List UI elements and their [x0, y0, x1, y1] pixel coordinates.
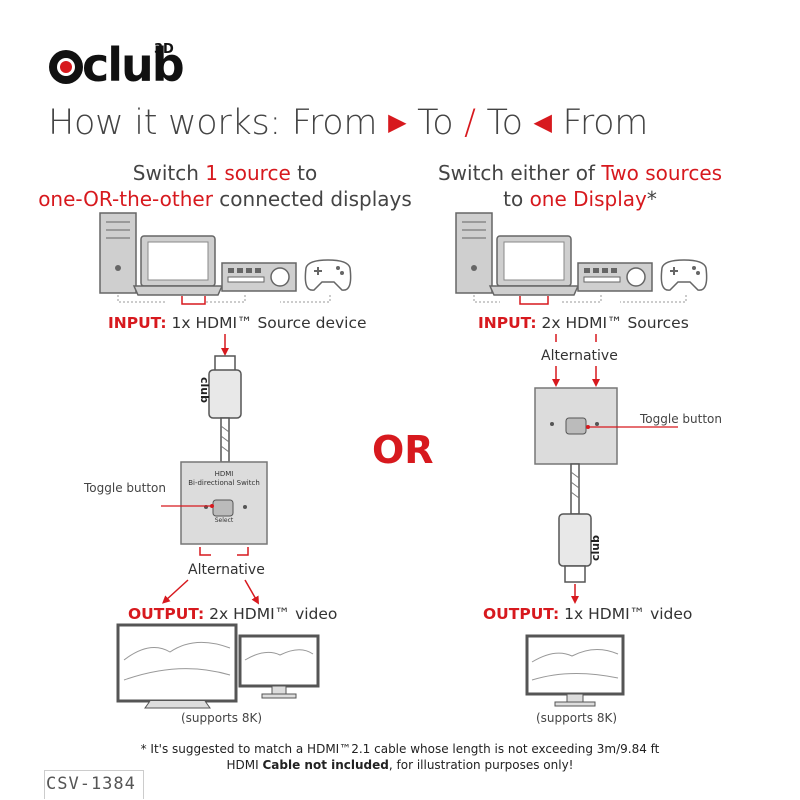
title-slash: /: [464, 103, 476, 143]
left-alternative-arrows: [162, 547, 259, 605]
arrow-left-icon: ◀: [533, 108, 552, 136]
right-selected-connector: [519, 296, 549, 305]
club3d-logo-mark: [49, 50, 83, 84]
footnote-line-2a: HDMI: [226, 758, 263, 772]
title-part-1: How it works: From: [48, 103, 378, 143]
left-selected-connector: [181, 296, 206, 305]
left-switch-title: HDMI: [214, 470, 234, 478]
left-sub-e: connected displays: [212, 187, 412, 211]
left-av-receiver-icon: [221, 262, 297, 292]
left-hdmi-cable: [208, 355, 242, 463]
page-title: How it works: From ▶ To / To ◀ From: [48, 103, 648, 143]
left-supports-label: (supports 8K): [181, 711, 263, 725]
left-alternative-label: Alternative: [188, 562, 265, 578]
sku-box: [44, 770, 144, 799]
right-av-receiver-icon: [577, 262, 653, 292]
footnote: * It's suggested to match a HDMI™2.1 cab…: [0, 741, 800, 773]
left-source-connectors: [117, 295, 331, 303]
right-input-label: INPUT: 2x HDMI™ Sources: [478, 314, 689, 332]
footnote-line-2c: , for illustration purposes only!: [388, 758, 574, 772]
footnote-line-2: HDMI Cable not included, for illustratio…: [0, 757, 800, 773]
club3d-logo: club 3D: [44, 38, 185, 94]
right-alternative-label: Alternative: [541, 348, 618, 364]
footnote-line-1: * It's suggested to match a HDMI™2.1 cab…: [140, 742, 660, 756]
right-switch-device: [534, 387, 618, 465]
title-part-2: To: [417, 103, 454, 143]
right-output-prefix: OUTPUT:: [483, 605, 560, 623]
title-part-3: To: [486, 103, 523, 143]
right-monitor-icon: [525, 634, 625, 707]
left-sub-d: one-OR-the-other: [38, 187, 213, 211]
right-pc-tower-icon: [455, 212, 493, 294]
right-hdmi-cable: [558, 463, 592, 583]
left-monitor-small-icon: [238, 634, 320, 699]
footnote-line-2b: Cable not included: [262, 758, 389, 772]
left-sub-c: to: [290, 161, 318, 185]
right-output-label: OUTPUT: 1x HDMI™ video: [483, 605, 692, 623]
left-sub-a: Switch: [132, 161, 206, 185]
left-select-label: Select: [214, 517, 234, 524]
logo-text: club: [82, 38, 185, 92]
right-output-text: 1x HDMI™ video: [559, 605, 693, 623]
left-monitor-large-icon: [116, 623, 238, 709]
left-laptop-icon: [132, 235, 224, 296]
sku-label: CSV-1384: [46, 774, 136, 794]
right-sub-b: Two sources: [601, 161, 723, 185]
left-input-prefix: INPUT:: [108, 314, 167, 332]
right-sub-c: to: [503, 187, 530, 211]
right-gamepad-icon: [660, 259, 708, 291]
left-pc-tower-icon: [99, 212, 137, 294]
left-cable-logo: club: [198, 377, 211, 403]
right-subtitle: Switch either of Two sources to one Disp…: [420, 160, 740, 212]
right-laptop-icon: [488, 235, 580, 296]
left-switch-label: HDMI Bi-directional Switch: [181, 470, 267, 488]
right-alternative-arrows: [552, 334, 600, 387]
left-input-text: 1x HDMI™ Source device: [166, 314, 367, 332]
right-input-text: 2x HDMI™ Sources: [536, 314, 689, 332]
left-input-label: INPUT: 1x HDMI™ Source device: [108, 314, 367, 332]
left-subtitle: Switch 1 source to one-OR-the-other conn…: [30, 160, 420, 212]
right-source-connectors: [473, 295, 687, 303]
left-output-prefix: OUTPUT:: [128, 605, 205, 623]
right-toggle-label: Toggle button: [640, 412, 722, 426]
right-input-prefix: INPUT:: [478, 314, 537, 332]
right-sub-e: *: [646, 187, 657, 211]
or-label: OR: [372, 428, 434, 472]
right-supports-label: (supports 8K): [536, 711, 618, 725]
title-part-4: From: [562, 103, 649, 143]
left-output-text: 2x HDMI™ video: [204, 605, 338, 623]
right-sub-a: Switch either of: [437, 161, 602, 185]
left-switch-subtitle: Bi-directional Switch: [188, 479, 260, 487]
left-output-label: OUTPUT: 2x HDMI™ video: [128, 605, 337, 623]
left-toggle-label: Toggle button: [84, 481, 166, 495]
arrow-right-icon: ▶: [388, 108, 407, 136]
left-gamepad-icon: [304, 259, 352, 291]
logo-superscript: 3D: [154, 42, 174, 57]
right-cable-logo: club: [589, 535, 602, 561]
left-sub-b: 1 source: [205, 161, 291, 185]
right-sub-d: one Display: [529, 187, 647, 211]
